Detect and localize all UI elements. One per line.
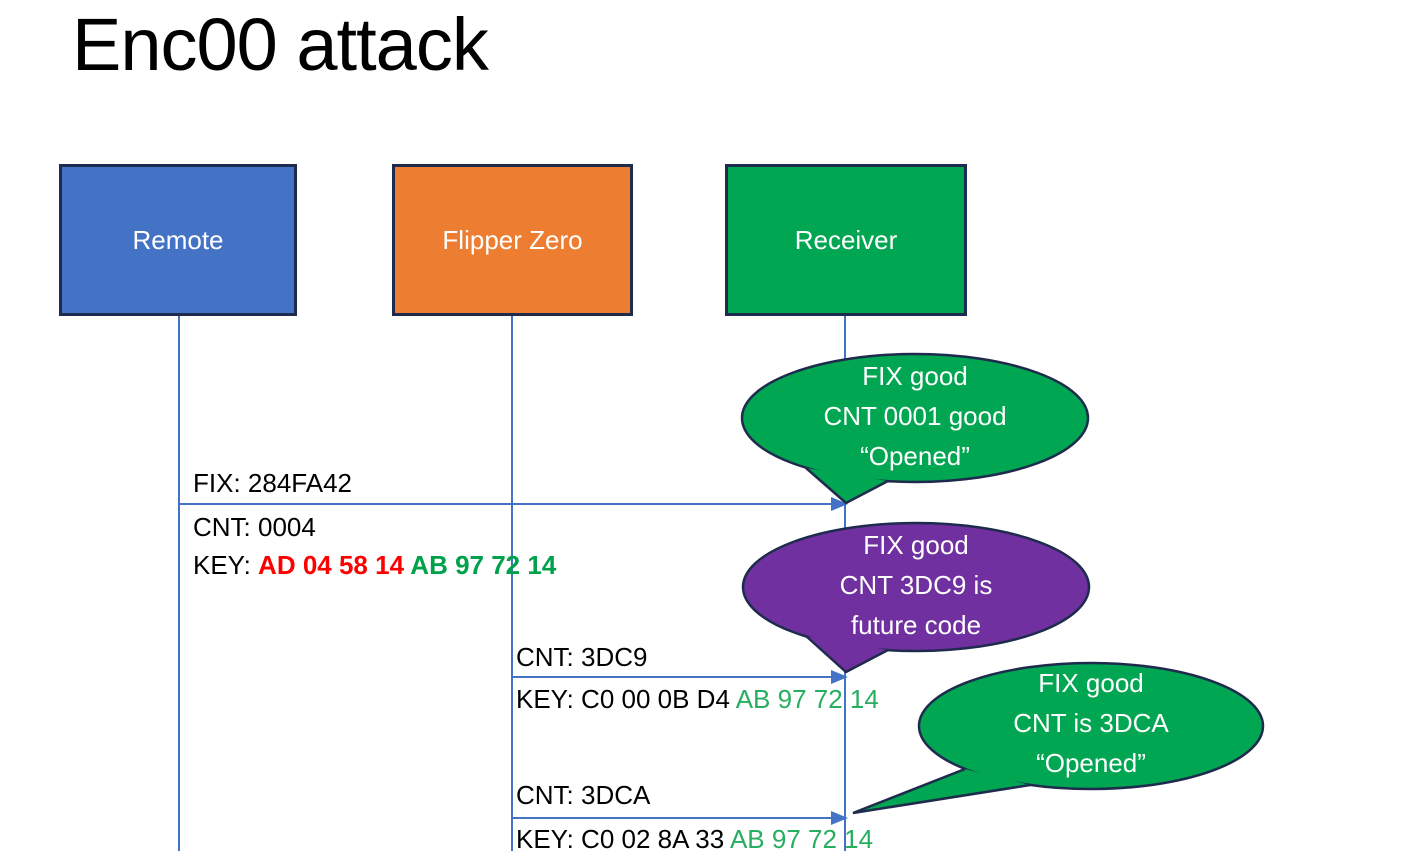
callout-ellipse: [741, 521, 1091, 653]
message-1-fix-text: FIX: 284FA42: [193, 464, 352, 502]
message-text-segment: KEY:: [193, 550, 259, 580]
message-text-line: FIX: 284FA42: [193, 464, 352, 502]
callout-text-line: FIX good: [862, 361, 968, 391]
lifeline-remote: [178, 316, 180, 851]
callout-text-line: CNT 0001 good: [823, 401, 1007, 431]
message-text-segment: AB 97 72 14: [729, 824, 874, 854]
callout-text-line: FIX good: [1038, 668, 1144, 698]
message-text-line: KEY: C0 00 0B D4 AB 97 72 14: [516, 680, 879, 718]
message-text-segment: KEY: C0 00 0B D4: [516, 684, 736, 714]
actor-box-receiver: Receiver: [725, 164, 967, 316]
callout-text-line: “Opened”: [860, 441, 970, 471]
message-2-key-text: KEY: C0 00 0B D4 AB 97 72 14: [516, 680, 879, 718]
callout-tail: [852, 767, 1031, 815]
actor-label-remote: Remote: [132, 224, 224, 255]
message-text-segment: AB 97 72 14: [410, 550, 557, 580]
actor-label-receiver: Receiver: [794, 224, 898, 255]
actor-box-flipper-zero: Flipper Zero: [392, 164, 633, 316]
message-2-cnt-text: CNT: 3DC9: [516, 638, 647, 676]
callout-text-line: CNT is 3DCA: [1013, 708, 1169, 738]
callout-text-line: CNT 3DC9 is: [839, 570, 993, 600]
message-text-line: CNT: 0004: [193, 508, 556, 546]
callout-text-line: FIX good: [863, 530, 969, 560]
arrow-head-icon: [831, 811, 848, 825]
message-text-line: CNT: 3DC9: [516, 638, 647, 676]
message-text-line: KEY: AD 04 58 14 AB 97 72 14: [193, 546, 556, 584]
callout-bubble-receiver-future-code: [741, 521, 1091, 674]
callout-tail: [805, 467, 889, 505]
callout-text-line: future code: [850, 610, 982, 640]
message-3-cnt-text: CNT: 3DCA: [516, 776, 650, 814]
slide-title: Enc00 attack: [72, 3, 489, 86]
message-text-segment: CNT: 3DC9: [516, 642, 648, 672]
actor-label-flipper-zero: Flipper Zero: [442, 224, 583, 255]
message-text-segment: CNT: 0004: [193, 512, 316, 542]
message-text-segment: KEY: C0 02 8A 33: [516, 824, 730, 854]
message-arrow-flipper-to-receiver-1: [513, 676, 832, 678]
message-3-key-text: KEY: C0 02 8A 33 AB 97 72 14: [516, 820, 873, 858]
callout-ellipse: [917, 661, 1265, 791]
actor-box-remote: Remote: [59, 164, 297, 316]
callout-bubble-receiver-opened-2: [852, 661, 1265, 815]
message-text-segment: AD 04 58 14: [258, 550, 411, 580]
callout-bubble-receiver-opened-1: [740, 352, 1090, 505]
message-text-line: CNT: 3DCA: [516, 776, 650, 814]
arrow-head-icon: [831, 670, 848, 684]
message-text-segment: FIX: 284FA42: [193, 468, 352, 498]
message-arrow-flipper-to-receiver-2: [513, 817, 832, 819]
lifeline-flipper-zero: [511, 316, 513, 851]
message-arrow-remote-to-receiver: [179, 503, 832, 505]
message-text-line: KEY: C0 02 8A 33 AB 97 72 14: [516, 820, 873, 858]
callout-text-line: “Opened”: [1036, 748, 1146, 778]
message-text-segment: CNT: 3DCA: [516, 780, 651, 810]
callout-tail: [805, 635, 889, 674]
message-text-segment: AB 97 72 14: [735, 684, 879, 714]
callout-ellipse: [740, 352, 1090, 484]
